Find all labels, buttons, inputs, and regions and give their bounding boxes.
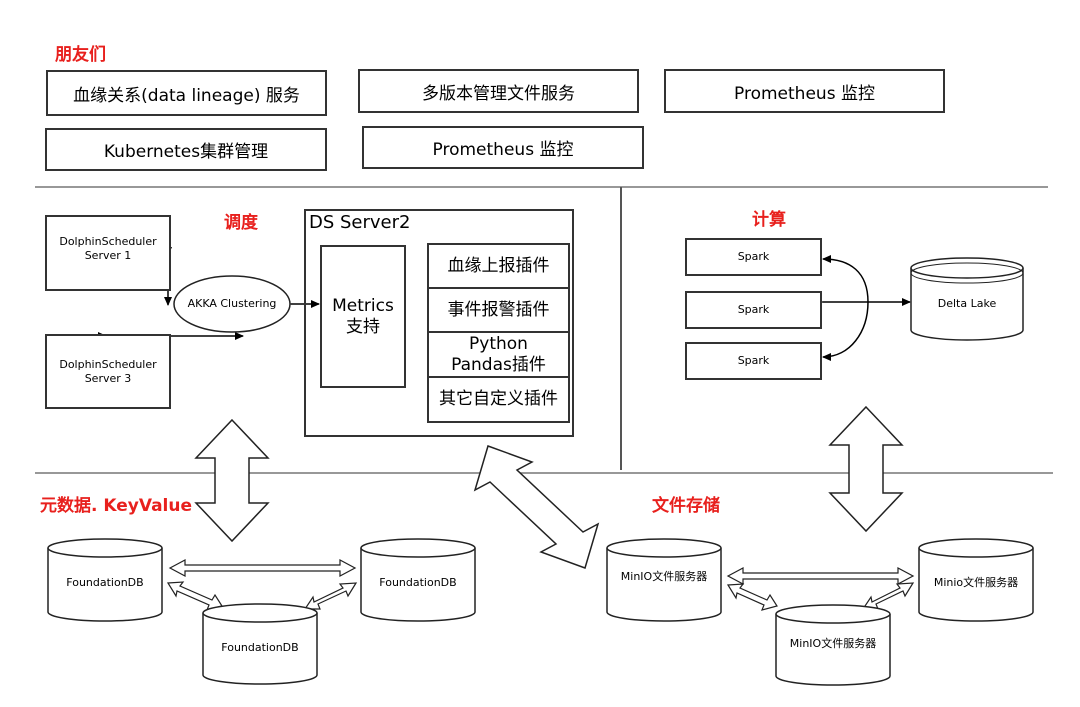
connector-spark3-delta: [822, 301, 869, 361]
akka-clustering-label: AKKA Clustering: [187, 297, 277, 310]
delta-lake-cylinder: [910, 257, 1024, 341]
connector-spark1-delta: [822, 255, 869, 303]
plugin-lineage-report: 血缘上报插件: [427, 243, 570, 289]
plugin-other-custom: 其它自定义插件: [427, 376, 570, 423]
dolphinscheduler-server-3: DolphinScheduler Server 3: [45, 334, 171, 409]
section-label-file-storage: 文件存储: [652, 496, 720, 516]
arrow-minio-right-bottom: [861, 582, 915, 610]
ds-server2-title: DS Server2: [309, 212, 411, 233]
arrow-fdb-left-right: [168, 559, 357, 577]
metrics-support-label: Metrics 支持: [332, 295, 394, 337]
ds-server2-container: DS Server2: [304, 209, 574, 437]
section-label-compute: 计算: [752, 210, 786, 230]
plugin-other-custom-label: 其它自定义插件: [439, 389, 558, 409]
big-arrow-scheduler-metadata: [194, 418, 270, 543]
server-3-label: DolphinScheduler Server 3: [59, 357, 157, 385]
plugin-python-pandas-label: Python Pandas插件: [451, 333, 546, 375]
section-label-friends: 朋友们: [55, 45, 106, 65]
box-prometheus-monitoring-1: Prometheus 监控: [664, 69, 945, 113]
box-kubernetes-cluster-management: Kubernetes集群管理: [45, 128, 327, 171]
big-arrow-compute-storage: [828, 405, 904, 533]
minio-cylinder-right: [918, 538, 1034, 622]
foundationdb-label-left: FoundationDB: [66, 576, 144, 589]
server-1-label: DolphinScheduler Server 1: [59, 235, 157, 262]
box-versioned-file-service: 多版本管理文件服务: [358, 69, 639, 113]
foundationdb-cylinder-right: [360, 538, 476, 622]
plugin-lineage-report-label: 血缘上报插件: [447, 255, 550, 276]
minio-label-right: Minio文件服务器: [933, 576, 1019, 589]
minio-cylinder-bottom: [775, 604, 891, 686]
dolphinscheduler-server-1: DolphinScheduler Server 1: [45, 215, 171, 291]
foundationdb-label-right: FoundationDB: [379, 576, 457, 589]
plugin-python-pandas: Python Pandas插件: [427, 331, 570, 378]
minio-label-bottom: MinIO文件服务器: [789, 637, 877, 650]
minio-cylinder-left: [606, 538, 722, 622]
big-arrow-dsserver-storage: [473, 445, 600, 569]
spark-node-2: Spark: [685, 291, 822, 329]
akka-ellipse: [173, 275, 291, 333]
arrow-minio-left-right: [726, 567, 915, 585]
arrow-fdb-right-bottom: [303, 582, 358, 610]
spark-node-3: Spark: [685, 342, 822, 380]
section-label-metadata: 元数据. KeyValue: [40, 496, 193, 516]
section-label-scheduling: 调度: [224, 213, 258, 233]
delta-lake-label: Delta Lake: [937, 297, 997, 310]
box-prometheus-monitoring-2: Prometheus 监控: [362, 126, 644, 169]
box-data-lineage-service: 血缘关系(data lineage) 服务: [46, 70, 327, 116]
foundationdb-cylinder-left: [47, 538, 163, 622]
spark-node-1: Spark: [685, 238, 822, 276]
plugin-event-alert: 事件报警插件: [427, 287, 570, 333]
foundationdb-cylinder-bottom: [202, 603, 318, 685]
arrow-minio-left-bottom: [726, 583, 778, 611]
foundationdb-label-bottom: FoundationDB: [221, 641, 299, 654]
plugin-event-alert-label: 事件报警插件: [447, 299, 550, 320]
metrics-support-box: Metrics 支持: [320, 245, 406, 388]
minio-label-left: MinIO文件服务器: [620, 570, 708, 583]
arrow-fdb-left-bottom: [166, 581, 223, 611]
